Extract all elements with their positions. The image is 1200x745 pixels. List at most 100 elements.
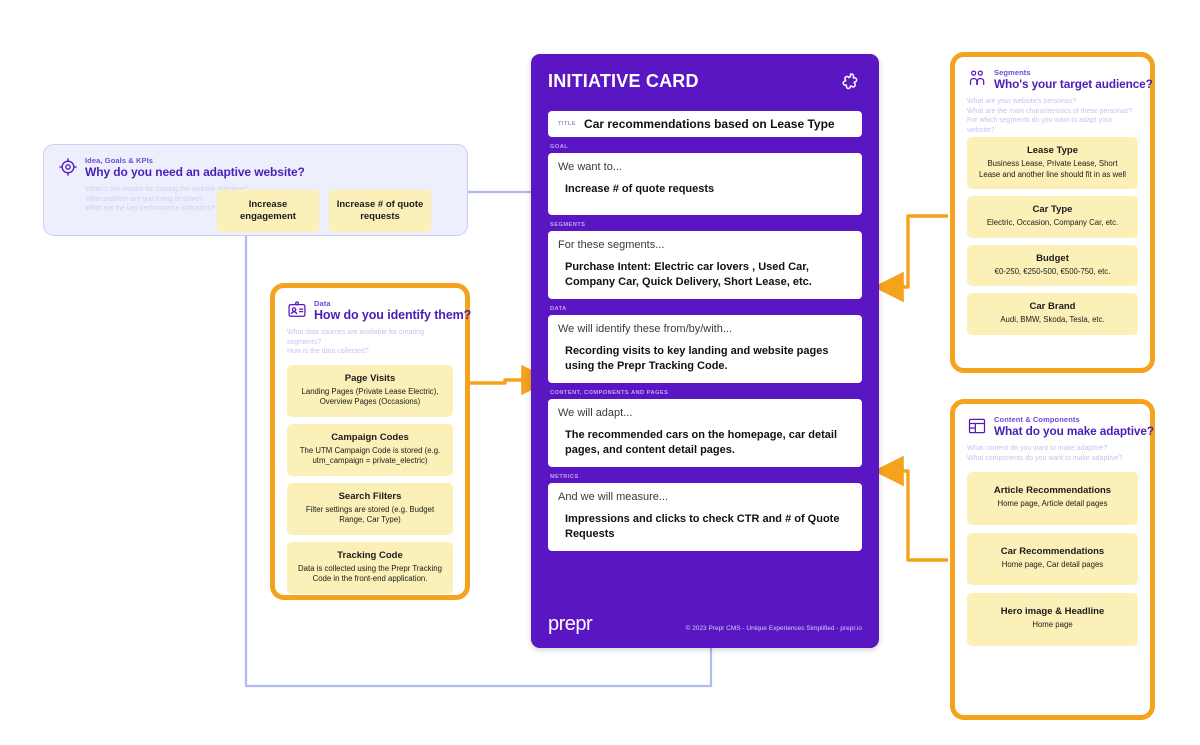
connector-content-to-content-section (873, 455, 948, 562)
note-title: Car Recommendations (1000, 545, 1105, 557)
data-prompt: We will identify these from/by/with... (558, 323, 733, 335)
initiative-card-heading: INITIATIVE CARD (548, 71, 699, 91)
note-title: Search Filters (338, 490, 402, 502)
initiative-title-value: Car recommendations based on Lease Type (584, 117, 835, 131)
kpi-chip-quote-requests[interactable]: Increase # of quote requests (329, 190, 431, 232)
note-body: The UTM Campaign Code is stored (e.g. ut… (299, 445, 441, 466)
note-article-recommendations[interactable]: Article Recommendations Home page, Artic… (967, 472, 1138, 525)
section-label-goal: GOAL (550, 144, 569, 150)
goal-answer: Increase # of quote requests (565, 183, 715, 195)
initiative-card[interactable]: INITIATIVE CARD TITLE Car recommendation… (531, 54, 879, 648)
id-badge-icon (287, 300, 307, 320)
people-icon (967, 69, 987, 89)
note-campaign-codes[interactable]: Campaign Codes The UTM Campaign Code is … (287, 423, 453, 476)
section-box-segments[interactable]: For these segments... Purchase Intent: E… (548, 231, 862, 299)
prepr-logo: prepr (548, 613, 593, 635)
section-label-data: DATA (550, 306, 567, 312)
idea-card-title: Why do you need an adaptive website? (85, 165, 305, 179)
segments-sub-line-3: For which segments do you want to adapt … (967, 117, 1113, 134)
note-body: Home page, Car detail pages (1001, 559, 1104, 569)
initiative-card-header: INITIATIVE CARD (548, 71, 862, 102)
content-sub-line-1: What content do you want to make adaptiv… (967, 445, 1108, 452)
content-notes-list: Article Recommendations Home page, Artic… (967, 472, 1138, 646)
content-card-subtext: What content do you want to make adaptiv… (967, 444, 1138, 463)
note-lease-type[interactable]: Lease Type Business Lease, Private Lease… (967, 137, 1138, 189)
copyright-text: © 2023 Prepr CMS - Unique Experiences Si… (685, 625, 862, 632)
note-search-filters[interactable]: Search Filters Filter settings are store… (287, 482, 453, 535)
metrics-answer: Impressions and clicks to check CTR and … (565, 513, 840, 540)
data-card[interactable]: Data How do you identify them? What data… (270, 283, 471, 600)
note-title: Car Type (1032, 204, 1073, 215)
layout-icon (967, 416, 987, 436)
content-sub-line-2: What components do you want to make adap… (967, 454, 1123, 462)
content-prompt: We will adapt... (558, 407, 633, 419)
note-car-type[interactable]: Car Type Electric, Occasion, Company Car… (967, 196, 1138, 238)
segments-answer: Purchase Intent: Electric car lovers , U… (565, 261, 812, 288)
data-sub-line-2: How is the data collected? (287, 348, 369, 355)
section-label-content: CONTENT, COMPONENTS AND PAGES (550, 390, 669, 396)
section-label-segments: SEGMENTS (550, 222, 586, 228)
note-title: Budget (1036, 252, 1069, 264)
segments-card-kicker: Segments (994, 68, 1031, 77)
idea-card-subtext: What is the reason for making the websit… (85, 185, 305, 214)
note-title: Campaign Codes (331, 431, 409, 443)
goal-prompt: We want to... (558, 161, 622, 173)
section-label-metrics: METRICS (550, 474, 579, 480)
note-tracking-code[interactable]: Tracking Code Data is collected using th… (287, 541, 453, 594)
note-body: Audi, BMW, Skoda, Tesla, etc. (1000, 315, 1105, 324)
segments-sub-line-2: What are the main characteristics of the… (967, 107, 1133, 115)
idea-sub-line-3: What are the key performance indicators? (85, 205, 215, 212)
note-page-visits[interactable]: Page Visits Landing Pages (Private Lease… (287, 364, 453, 417)
note-car-brand[interactable]: Car Brand Audi, BMW, Skoda, Tesla, etc. (967, 293, 1138, 335)
note-body: Home page, Article detail pages (997, 499, 1108, 508)
note-body: Filter settings are stored (e.g. Budget … (305, 504, 435, 525)
note-title: Article Recommendations (993, 485, 1112, 496)
target-icon (58, 157, 78, 177)
note-body: Business Lease, Private Lease, Short Lea… (979, 159, 1126, 179)
segments-notes-list: Lease Type Business Lease, Private Lease… (967, 137, 1138, 335)
note-title: Lease Type (1026, 145, 1079, 156)
section-box-data[interactable]: We will identify these from/by/with... R… (548, 315, 862, 383)
connector-segments-to-segments-section (873, 214, 948, 303)
data-card-subtext: What data sources are available for crea… (287, 328, 453, 357)
note-body: Electric, Occasion, Company Car, etc. (986, 218, 1119, 227)
idea-sub-line-2: What problem are you trying to solve? (85, 195, 203, 203)
note-title: Page Visits (344, 372, 396, 384)
data-card-kicker: Data (314, 299, 331, 308)
puzzle-piece-icon (836, 71, 862, 102)
initiative-title-label: TITLE (558, 121, 577, 127)
note-body: €0-250, €250-500, €500-750, etc. (994, 266, 1111, 276)
content-card-header: Content & Components What do you make ad… (967, 415, 1154, 439)
segments-card[interactable]: Segments Who's your target audience? Wha… (950, 52, 1155, 373)
section-box-content[interactable]: We will adapt... The recommended cars on… (548, 399, 862, 467)
note-budget[interactable]: Budget €0-250, €250-500, €500-750, etc. (967, 244, 1138, 286)
idea-kpi-chips: Increase engagement Increase # of quote … (217, 190, 431, 232)
idea-sub-line-1: What is the reason for making the websit… (85, 186, 248, 193)
note-body: Landing Pages (Private Lease Electric), … (301, 386, 439, 407)
segments-sub-line-1: What are your website's personas? (967, 98, 1077, 105)
section-box-metrics[interactable]: And we will measure... Impressions and c… (548, 483, 862, 551)
data-card-header: Data How do you identify them? (287, 299, 471, 323)
segments-prompt: For these segments... (558, 239, 665, 251)
note-car-recommendations[interactable]: Car Recommendations Home page, Car detai… (967, 532, 1138, 585)
initiative-title-field[interactable]: TITLE Car recommendations based on Lease… (548, 111, 862, 137)
data-answer: Recording visits to key landing and webs… (565, 345, 829, 372)
segments-card-header: Segments Who's your target audience? (967, 68, 1153, 92)
connector-data-to-data-section (470, 364, 552, 396)
metrics-prompt: And we will measure... (558, 491, 669, 503)
initiative-card-footer: prepr © 2023 Prepr CMS - Unique Experien… (548, 613, 862, 636)
kpi-chip-engagement[interactable]: Increase engagement (217, 190, 319, 232)
note-title: Tracking Code (337, 549, 403, 561)
section-box-goal[interactable]: We want to... Increase # of quote reques… (548, 153, 862, 215)
data-notes-list: Page Visits Landing Pages (Private Lease… (287, 364, 453, 594)
segments-card-subtext: What are your website's personas? What a… (967, 97, 1138, 135)
content-components-card[interactable]: Content & Components What do you make ad… (950, 399, 1155, 720)
segments-card-title: Who's your target audience? (994, 77, 1153, 91)
idea-card-kicker: Idea, Goals & KPIs (85, 156, 154, 165)
content-card-kicker: Content & Components (994, 415, 1080, 424)
content-answer: The recommended cars on the homepage, ca… (565, 429, 838, 456)
idea-card-header: Idea, Goals & KPIs Why do you need an ad… (58, 156, 453, 214)
note-hero-image-headline[interactable]: Hero image & Headline Home page (967, 593, 1138, 646)
note-title: Hero image & Headline (1000, 606, 1105, 617)
